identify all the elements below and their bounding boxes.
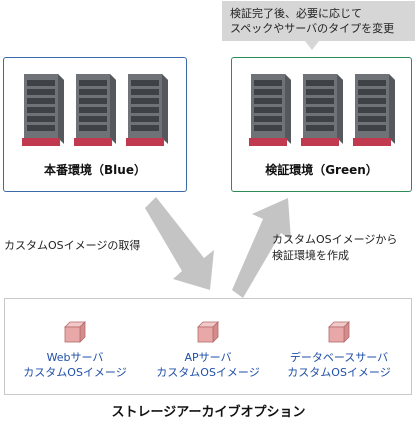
image-label-line-2: カスタムOSイメージ xyxy=(23,366,127,379)
acquire-image-caption: カスタムOSイメージの取得 xyxy=(4,239,141,252)
callout-line-1: 検証完了後、必要に応じて xyxy=(230,7,362,20)
storage-archive-panel xyxy=(4,298,412,395)
callout-tail xyxy=(305,41,319,50)
staging-environment-green: 検証環境（Green） xyxy=(231,57,412,192)
server-icon xyxy=(301,74,343,146)
cube-icon xyxy=(64,321,86,343)
database-server-image-label: データベースサーバ カスタムOSイメージ xyxy=(274,350,404,380)
production-environment-title: 本番環境（Blue） xyxy=(44,163,146,177)
image-label-line-1: データベースサーバ xyxy=(289,351,389,364)
image-label-line-1: APサーバ xyxy=(184,351,232,364)
spec-change-callout: 検証完了後、必要に応じて スペックやサーバのタイプを変更 xyxy=(222,1,415,41)
web-server-image: Webサーバ カスタムOSイメージ xyxy=(10,318,140,380)
server-icon xyxy=(22,74,64,146)
server-icon xyxy=(249,74,291,146)
image-label-line-2: カスタムOSイメージ xyxy=(287,366,391,379)
production-servers xyxy=(4,68,186,148)
production-environment-blue: 本番環境（Blue） xyxy=(3,57,187,192)
create-environment-arrow-icon xyxy=(232,198,291,298)
server-icon xyxy=(353,74,395,146)
create-caption-line-2: 検証環境を作成 xyxy=(272,249,349,262)
server-icon xyxy=(126,74,168,146)
create-environment-caption: カスタムOSイメージから 検証環境を作成 xyxy=(272,232,397,264)
ap-server-image: APサーバ カスタムOSイメージ xyxy=(143,318,273,380)
staging-servers xyxy=(232,68,411,148)
create-caption-line-1: カスタムOSイメージから xyxy=(272,233,398,246)
server-icon xyxy=(74,74,116,146)
cube-icon xyxy=(197,321,219,343)
acquire-image-arrow-icon xyxy=(145,197,214,290)
staging-environment-title: 検証環境（Green） xyxy=(265,163,378,177)
image-label-line-1: Webサーバ xyxy=(46,351,104,364)
callout-line-2: スペックやサーバのタイプを変更 xyxy=(230,22,395,35)
database-server-image: データベースサーバ カスタムOSイメージ xyxy=(274,318,404,380)
web-server-image-label: Webサーバ カスタムOSイメージ xyxy=(10,350,140,380)
image-label-line-2: カスタムOSイメージ xyxy=(156,366,260,379)
ap-server-image-label: APサーバ カスタムOSイメージ xyxy=(143,350,273,380)
cube-icon xyxy=(328,321,350,343)
storage-archive-title: ストレージアーカイブオプション xyxy=(111,405,306,420)
